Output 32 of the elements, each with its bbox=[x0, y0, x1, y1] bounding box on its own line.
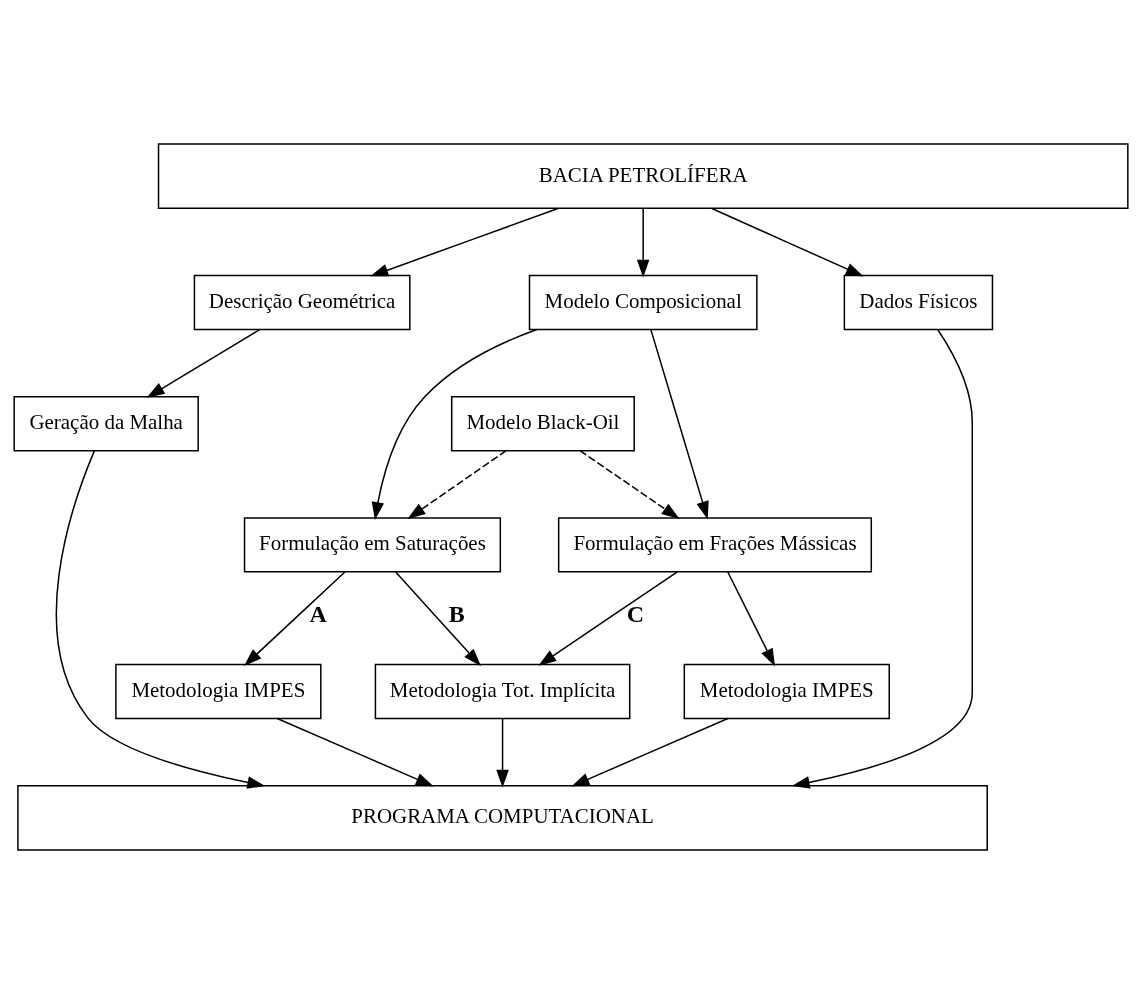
node-box: Modelo Composicional bbox=[528, 274, 758, 330]
node-box: Metodologia Tot. Implícita bbox=[374, 663, 631, 719]
node-box: Metodologia IMPES bbox=[683, 663, 890, 719]
arrow bbox=[146, 328, 261, 398]
node-box: Formulação em Saturações bbox=[243, 516, 502, 573]
arrow bbox=[371, 328, 538, 520]
node-box: Modelo Black-Oil bbox=[450, 395, 635, 451]
node-box: Formulação em Frações Mássicas bbox=[557, 516, 873, 573]
arrow bbox=[370, 207, 559, 276]
arrow bbox=[636, 207, 650, 278]
arrow bbox=[538, 570, 678, 666]
arrow bbox=[55, 449, 266, 789]
node-box: Geração da Malha bbox=[13, 395, 199, 451]
arrow bbox=[571, 717, 729, 786]
node-box: PROGRAMA COMPUTACIONAL bbox=[17, 784, 988, 851]
arrow bbox=[496, 717, 509, 788]
node-box: Dados Físicos bbox=[843, 274, 994, 330]
node-box: Descrição Geométrica bbox=[193, 274, 411, 330]
edge-label: B bbox=[448, 600, 465, 627]
arrow bbox=[394, 570, 482, 666]
node-box: Metodologia IMPES bbox=[115, 663, 322, 719]
arrow bbox=[791, 328, 973, 789]
edge-label: C bbox=[626, 600, 644, 627]
arrow bbox=[407, 449, 507, 519]
arrow bbox=[727, 570, 776, 667]
arrow bbox=[650, 328, 709, 519]
arrow bbox=[276, 717, 434, 786]
node-box: BACIA PETROLÍFERA bbox=[157, 142, 1129, 209]
edge-label: A bbox=[309, 600, 327, 627]
arrow bbox=[711, 207, 864, 277]
arrow bbox=[244, 570, 346, 666]
arrow bbox=[579, 449, 680, 519]
